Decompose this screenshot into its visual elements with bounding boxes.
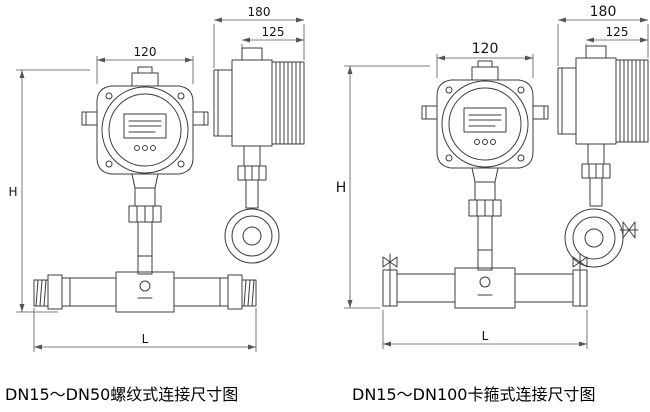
left-width-label: 120 [134,45,157,59]
left-side-view [213,47,305,264]
right-length-dimension: L [382,310,588,349]
left-height-label: H [8,185,17,199]
left-depth-label: 180 [248,5,271,19]
left-pipe-threaded [33,271,257,313]
left-stem [137,255,153,275]
right-width-label: 120 [472,41,499,57]
left-side-pipe-end [224,208,280,264]
left-figure-caption: DN15～DN50螺纹式连接尺寸图 [5,385,238,404]
left-length-label: L [142,332,149,346]
right-front-view [382,60,588,309]
left-transmitter-head [81,66,209,257]
left-depth-dimension: 180 [213,5,305,68]
left-depth-inner-label: 125 [262,25,285,39]
right-figure-caption: DN15～DN100卡箍式连接尺寸图 [352,385,595,404]
left-width-dimension: 120 [96,45,194,84]
right-depth-label: 180 [590,4,617,20]
right-side-housing [557,45,649,207]
right-depth-inner-label: 125 [606,25,629,39]
left-length-dimension: L [33,308,257,352]
left-height-dimension: H [8,69,90,313]
left-depth-inner-dimension: 125 [241,25,304,48]
left-side-housing [213,47,305,209]
right-height-dimension: H [336,65,430,309]
right-height-label: H [336,180,347,196]
left-front-view [33,66,257,313]
right-side-clamp-ring [564,208,639,268]
right-depth-inner-dimension: 125 [585,25,648,46]
right-transmitter-head [421,60,549,251]
right-side-view [557,45,649,268]
right-stem [477,249,493,271]
right-depth-dimension: 180 [557,4,649,66]
right-length-label: L [482,329,489,343]
right-pipe-clamp [382,253,588,309]
right-width-dimension: 120 [436,41,534,78]
